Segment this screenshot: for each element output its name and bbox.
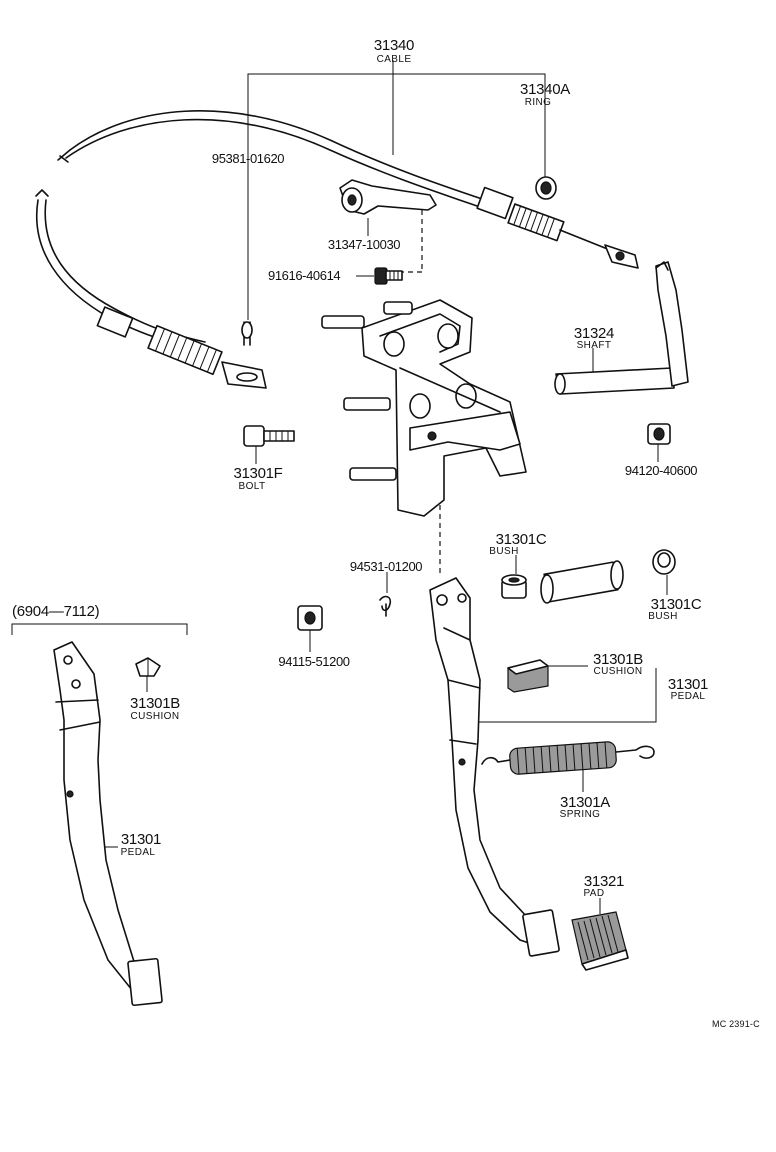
label-pedal-b-number: 31301 [667,676,709,693]
label-pedal-a-number: 31301 [120,831,162,848]
label-ring-number: 31340A [520,81,570,98]
label-date-range: (6904—7112) [12,603,100,620]
label-spring-name: SPRING [559,809,601,820]
cotter-pin-part [241,321,253,346]
cable-inner-wire-upper [559,229,611,251]
cable-end-eye-hole-upper [615,251,625,261]
bush-part-b [652,549,676,575]
nut-part-a [647,423,671,445]
cable-adjuster-lower [96,306,134,338]
label-cushion-a-name: CUSHION [130,711,180,722]
pedal-left-foot-plate [127,957,163,1007]
nut-part-b [297,605,323,631]
cable-end-eye-hole-lower [236,372,258,382]
label-shaft-name: SHAFT [576,340,612,351]
label-bush-b-number: 31301C [650,596,702,613]
label-cushion-a-number: 31301B [130,695,180,712]
cable-upper-strand-2 [65,118,501,215]
leader-pedal-b [478,668,657,723]
bracket-studs [321,301,413,481]
shaft-part [554,261,689,395]
cushion-part-b [507,659,549,693]
cable-threaded-sleeve-lower [147,324,223,376]
clip-part [379,595,392,617]
cable-upper-strand-1 [69,110,501,206]
spring-part [481,741,655,775]
label-ring-name: RING [524,97,552,108]
label-cushion-b-number: 31301B [593,651,643,668]
screw-part [374,267,403,285]
cable-bracket-part [339,179,437,273]
label-nut-b-number: 94115-51200 [278,654,350,669]
pedal-right [429,577,560,957]
cable-threaded-sleeve-upper [507,203,565,242]
bush-part-a [501,574,527,599]
cable-adjuster-upper [476,186,514,220]
label-pedal-b-name: PEDAL [670,691,706,702]
label-cushion-b-name: CUSHION [593,666,643,677]
pedal-left [53,641,163,1007]
label-bush-a-number: 31301C [495,531,547,548]
cable-assembly [35,110,639,389]
label-pedal-a-name: PEDAL [120,847,156,858]
cable-lower-tip [35,189,49,197]
label-screw-number: 91616-40614 [268,268,341,283]
label-bush-a-name: BUSH [489,546,519,557]
bolt-part [243,425,295,447]
label-shaft-number: 31324 [573,325,615,342]
figure-code: MC 2391-C [712,1019,760,1029]
ring-part [535,176,557,200]
label-pad-number: 31321 [583,873,625,890]
label-bolt-number: 31301F [233,465,283,482]
cable-upper-tip [57,149,71,163]
label-bracket-number: 31347-10030 [327,237,401,252]
label-pin-number: 95381-01620 [211,151,285,166]
leader-lines [11,60,668,914]
pedal-right-foot-plate [522,909,560,957]
date-range-bracket [11,623,188,635]
pad-part [571,911,629,971]
pedal-support-bracket [321,299,527,575]
label-nut-a-number: 94120-40600 [624,463,698,478]
label-bolt-name: BOLT [238,481,266,492]
label-clip-number: 94531-01200 [349,559,423,574]
label-pad-name: PAD [583,888,605,899]
label-cable-number: 31340 [373,37,415,54]
label-spring-number: 31301A [560,794,610,811]
label-bush-b-name: BUSH [648,611,678,622]
label-cable-name: CABLE [376,54,412,65]
cushion-part-a [135,657,161,677]
bush-sleeve [540,560,624,604]
